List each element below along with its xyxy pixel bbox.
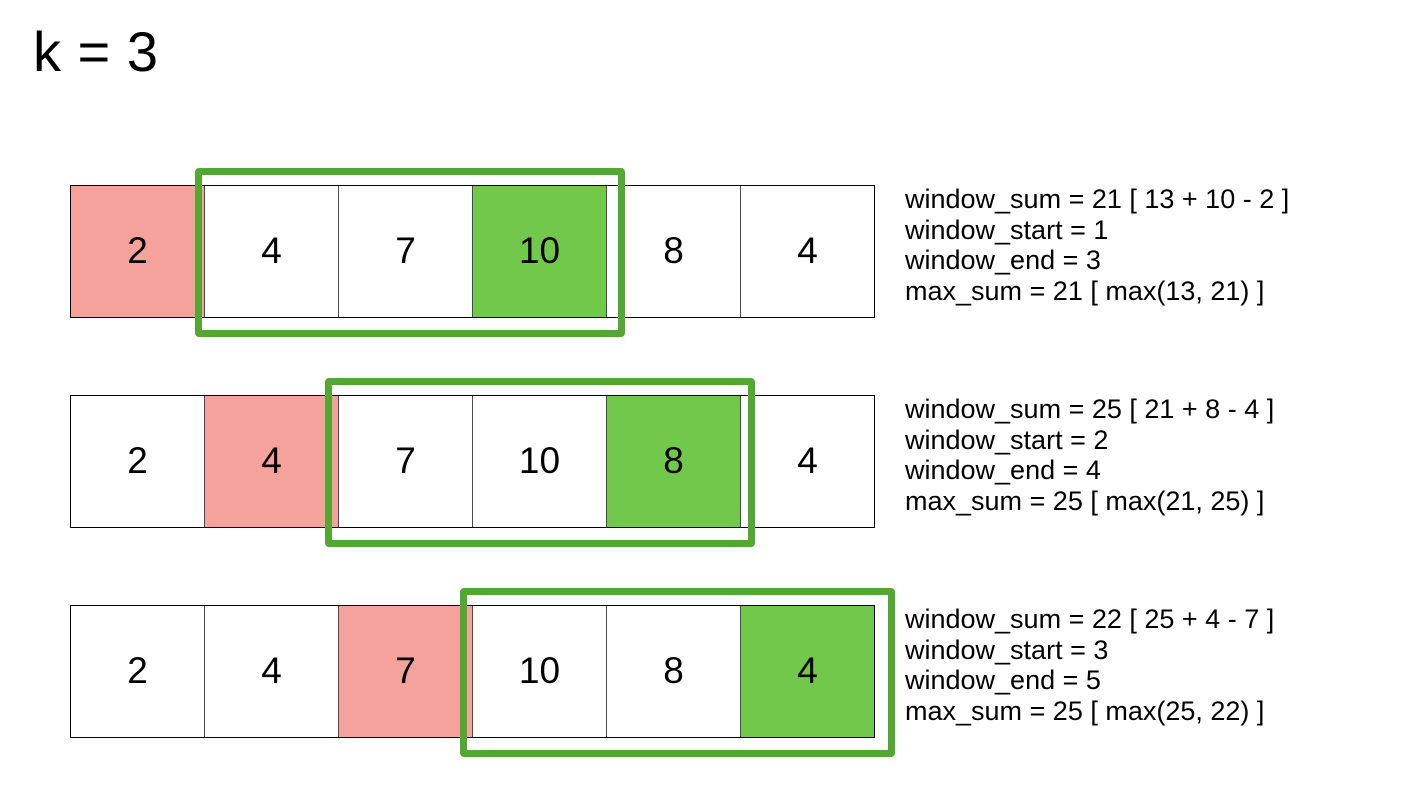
page-title: k = 3	[33, 20, 159, 83]
array-table: 2 4 7 10 8 4	[70, 185, 875, 318]
annotation-line: window_sum = 21 [ 13 + 10 - 2 ]	[905, 184, 1290, 214]
array-cell: 10	[473, 186, 607, 317]
array-cell: 4	[205, 606, 339, 737]
annotation-line: window_sum = 25 [ 21 + 8 - 4 ]	[905, 394, 1275, 424]
step-annotations: window_sum = 22 [ 25 + 4 - 7 ]window_sta…	[905, 604, 1274, 726]
annotation-line: window_start = 1	[905, 214, 1109, 245]
array-cell-value: 10	[518, 230, 561, 271]
step-annotations: window_sum = 25 [ 21 + 8 - 4 ]window_sta…	[905, 394, 1274, 516]
annotation-line: window_end = 5	[905, 665, 1101, 695]
array-cell: 8	[607, 186, 741, 317]
array-cell-value: 8	[663, 650, 684, 691]
array-cell: 4	[205, 186, 339, 317]
array-cell-value: 7	[395, 650, 416, 691]
annotation-line: max_sum = 21 [ max(13, 21) ]	[905, 275, 1265, 306]
array-table: 2 4 7 10 8 4	[70, 605, 875, 738]
array-cell: 8	[607, 606, 741, 737]
array-cell: 7	[339, 186, 473, 317]
array-cell-value: 2	[127, 440, 148, 481]
step-annotations: window_sum = 21 [ 13 + 10 - 2 ]window_st…	[905, 184, 1289, 306]
array-cell-value: 4	[797, 230, 818, 271]
array-cell: 2	[71, 186, 205, 317]
array-cell-value: 2	[127, 230, 148, 271]
array-cell: 2	[71, 606, 205, 737]
array-cell: 8	[607, 396, 741, 527]
array-cell: 4	[741, 186, 874, 317]
array-cell: 4	[205, 396, 339, 527]
array-cell: 4	[741, 396, 874, 527]
array-cell-value: 4	[797, 650, 818, 691]
array-cell: 2	[71, 396, 205, 527]
annotation-line: window_start = 3	[905, 634, 1109, 665]
array-cell-value: 4	[261, 440, 282, 481]
annotation-line: window_start = 2	[905, 424, 1109, 455]
annotation-line: max_sum = 25 [ max(25, 22) ]	[905, 695, 1265, 726]
array-cell-value: 4	[797, 440, 818, 481]
annotation-line: window_end = 4	[905, 455, 1101, 485]
array-cell: 10	[473, 396, 607, 527]
array-cell: 10	[473, 606, 607, 737]
array-cell-value: 7	[395, 440, 416, 481]
array-cell: 7	[339, 606, 473, 737]
array-cell-value: 8	[663, 230, 684, 271]
array-cell-value: 10	[518, 440, 561, 481]
array-cell-value: 10	[518, 650, 561, 691]
array-cell-value: 4	[261, 230, 282, 271]
array-cell-value: 7	[395, 230, 416, 271]
annotation-line: window_sum = 22 [ 25 + 4 - 7 ]	[905, 604, 1275, 634]
array-cell: 7	[339, 396, 473, 527]
array-cell-value: 2	[127, 650, 148, 691]
annotation-line: max_sum = 25 [ max(21, 25) ]	[905, 485, 1265, 516]
array-cell-value: 4	[261, 650, 282, 691]
array-cell: 4	[741, 606, 874, 737]
annotation-line: window_end = 3	[905, 245, 1101, 275]
array-cell-value: 8	[663, 440, 684, 481]
array-table: 2 4 7 10 8 4	[70, 395, 875, 528]
